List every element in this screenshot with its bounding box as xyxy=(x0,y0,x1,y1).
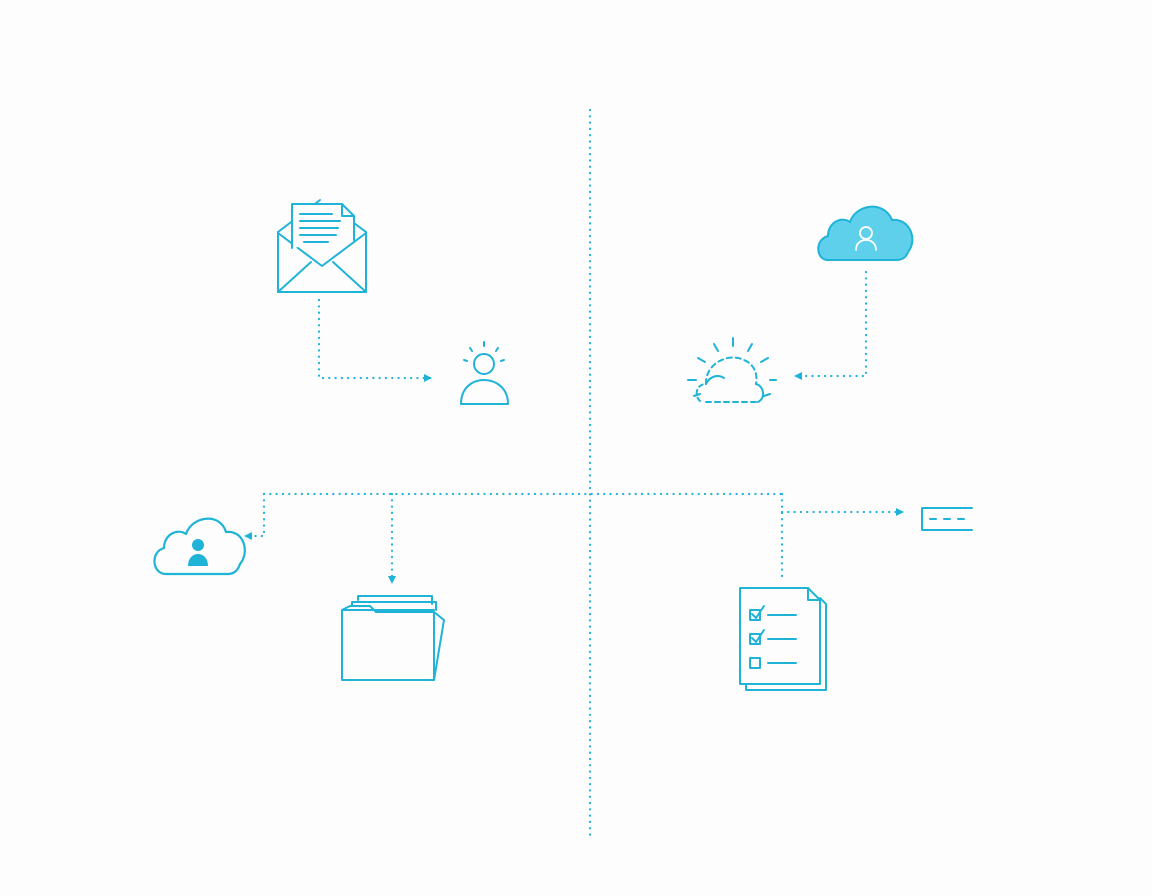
sun-cloud-icon xyxy=(687,337,777,403)
connectors xyxy=(244,108,904,837)
server-rack-icon xyxy=(921,507,973,531)
cloud-user-icon xyxy=(153,517,246,576)
user-icon xyxy=(460,341,509,405)
connector-center-to-left-cloud xyxy=(244,492,266,540)
envelope-with-letter-icon xyxy=(277,199,367,293)
cloud-user-icon xyxy=(817,205,914,261)
folder-icon xyxy=(341,595,445,681)
checklist-document-icon xyxy=(739,587,827,691)
connector-cloud-to-sun-cloud xyxy=(794,270,868,380)
connector-email-to-user xyxy=(317,298,432,382)
